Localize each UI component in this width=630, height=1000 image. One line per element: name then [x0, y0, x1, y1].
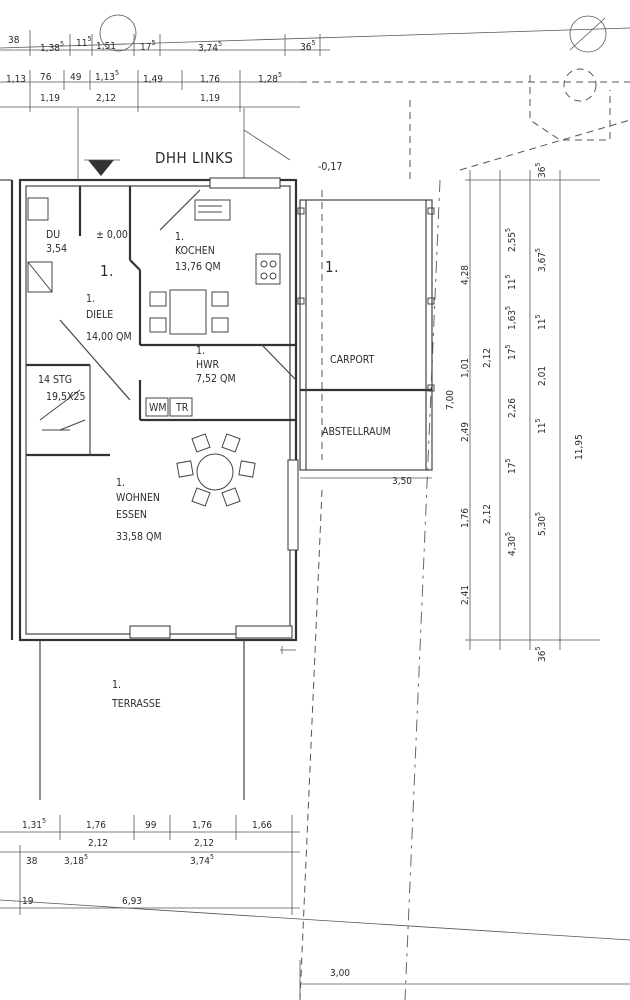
- dim-right-l: 7,00: [445, 390, 456, 410]
- terrasse-num: 1.: [112, 679, 121, 691]
- dim-right-t: 5,305: [534, 512, 548, 536]
- dim-r2-g: 1,285: [258, 71, 282, 85]
- dim-bottom-a: 1,315: [22, 817, 46, 831]
- room-hwr-area: 7,52 QM: [196, 373, 236, 385]
- dim-bottom-i: 3,185: [64, 853, 88, 867]
- dim-right-e: 115: [504, 275, 518, 290]
- bottom-dimension-lines: [0, 815, 630, 1000]
- room-du-name: DU: [46, 229, 60, 241]
- room-kochen-num: 1.: [175, 231, 184, 243]
- dim-right-o: 115: [534, 419, 548, 434]
- dim-bottom-g: 2,12: [194, 838, 214, 849]
- level-mark-right: -0,17: [318, 161, 342, 173]
- wm-label: WM: [149, 402, 167, 414]
- room-diele-num: 1.: [86, 293, 95, 305]
- room-hwr-name: HWR: [196, 359, 219, 371]
- dim-top-f: 3,745: [198, 40, 222, 54]
- dim-right-k: 2,01: [537, 366, 548, 386]
- dim-right-j: 175: [504, 345, 518, 360]
- dim-bottom-l: 6,93: [122, 896, 142, 907]
- level-mark: ± 0,00: [96, 229, 128, 241]
- room-hwr-num: 1.: [196, 345, 205, 357]
- dim-bottom-c: 99: [145, 820, 157, 831]
- dim-right-u: 4,305: [504, 532, 518, 556]
- room-labels: DHH LINKS ± 0,00 -0,17 DU 3,54 1. KOCHEN…: [38, 149, 412, 710]
- right-dimension-labels: 365 2,555 3,675 4,28 115 1,635 115 1,01 …: [445, 163, 585, 662]
- abstellraum-name: ABSTELLRAUM: [322, 426, 391, 438]
- room-kochen-area: 13,76 QM: [175, 261, 221, 273]
- dim-right-m: 2,49: [460, 422, 471, 442]
- dim-bottom-k: 19: [22, 896, 34, 907]
- stair-count: 14 STG: [38, 374, 72, 386]
- stair-size: 19,5X25: [46, 391, 86, 403]
- dim-top-d: 1,51: [96, 41, 116, 52]
- dim-top-e: 175: [140, 39, 155, 53]
- room-wohnen-name: WOHNEN: [116, 492, 160, 504]
- dim-r3-a: 1,19: [40, 93, 60, 104]
- dim-right-w: 365: [534, 647, 548, 662]
- room-du-area: 3,54: [46, 243, 67, 255]
- dim-right-d: 4,28: [460, 265, 471, 285]
- dim-r2-d: 1,135: [95, 69, 119, 83]
- dim-right-a: 365: [534, 163, 548, 178]
- dim-right-r: 1,76: [460, 508, 471, 528]
- house-walls: [0, 177, 299, 800]
- bottom-dimension-labels: 1,315 1,76 99 1,76 1,66 2,12 2,12 38 3,1…: [22, 817, 350, 979]
- dim-right-s: 2,12: [482, 504, 493, 524]
- carport-outline: [297, 199, 435, 479]
- dim-top-a: 38: [8, 35, 20, 46]
- dim-right-g: 115: [534, 315, 548, 330]
- dim-top-b: 1,385: [40, 40, 64, 54]
- carport-width: 3,50: [392, 476, 412, 487]
- dim-r2-a: 1,13: [6, 74, 26, 85]
- carport-num: 1.: [325, 258, 339, 276]
- top-dimension-lines: [0, 14, 630, 112]
- room-diele-name: DIELE: [86, 309, 113, 321]
- tr-label: TR: [175, 402, 189, 414]
- dim-r2-c: 49: [70, 72, 82, 83]
- dim-bottom-m: 3,00: [330, 968, 350, 979]
- floor-number: 1.: [100, 262, 114, 280]
- room-wohnen-num: 1.: [116, 477, 125, 489]
- dim-r2-f: 1,76: [200, 74, 220, 85]
- terrasse-name: TERRASSE: [111, 698, 161, 710]
- dim-r2-b: 76: [40, 72, 52, 83]
- dim-right-f: 1,635: [504, 306, 518, 330]
- dim-bottom-e: 1,66: [252, 820, 272, 831]
- room-diele-area: 14,00 QM: [86, 331, 132, 343]
- dim-right-p: 11,95: [574, 434, 585, 460]
- top-dimension-labels: 38 1,385 115 1,51 175 3,745 365 1,13 76 …: [6, 35, 315, 104]
- furniture: [27, 159, 281, 507]
- dim-right-i: 2,12: [482, 348, 493, 368]
- room-kochen-name: KOCHEN: [175, 245, 215, 257]
- dim-r3-b: 2,12: [96, 93, 116, 104]
- dim-bottom-j: 3,745: [190, 853, 214, 867]
- dim-top-g: 365: [300, 39, 315, 53]
- dim-right-n: 2,26: [507, 398, 518, 418]
- dim-right-v: 2,41: [460, 585, 471, 605]
- dim-top-c: 115: [76, 35, 91, 49]
- dim-r3-c: 1,19: [200, 93, 220, 104]
- dim-r2-e: 1,49: [143, 74, 163, 85]
- dim-right-q: 175: [504, 459, 518, 474]
- dim-bottom-f: 2,12: [88, 838, 108, 849]
- room-wohnen-area: 33,58 QM: [116, 531, 162, 543]
- dim-bottom-h: 38: [26, 856, 38, 867]
- dim-right-h: 1,01: [460, 358, 471, 378]
- right-dimension-lines: [465, 170, 600, 650]
- dim-right-c: 3,675: [534, 248, 548, 272]
- room-wohnen-name2: ESSEN: [116, 509, 147, 521]
- dim-bottom-d: 1,76: [192, 820, 212, 831]
- plan-title: DHH LINKS: [155, 149, 233, 167]
- dim-right-b: 2,555: [504, 228, 518, 252]
- site-outlines: [77, 68, 630, 1000]
- carport-name: CARPORT: [330, 354, 375, 366]
- dim-bottom-b: 1,76: [86, 820, 106, 831]
